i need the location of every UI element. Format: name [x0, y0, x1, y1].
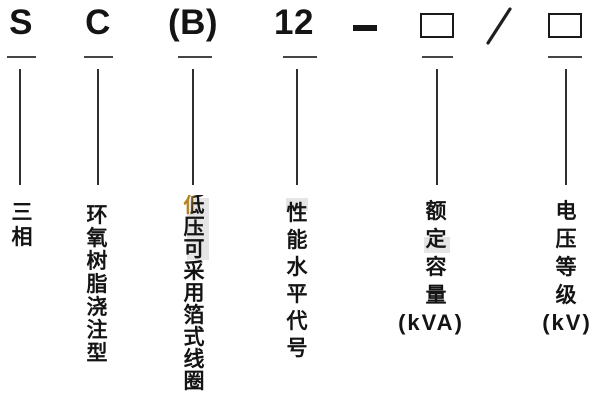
- leader-line-resin: [97, 69, 99, 185]
- leader-line-voltage: [565, 69, 567, 185]
- tick-foil: [178, 56, 212, 58]
- tick-voltage: [548, 56, 582, 58]
- voltage-placeholder-box: [548, 13, 582, 38]
- unit-kva: (kVA): [398, 310, 464, 335]
- label-performance-level: 性能水平代号: [286, 202, 308, 360]
- code-symbol-cast-resin: C: [85, 3, 111, 42]
- label-voltage-class: 电压等级: [555, 200, 577, 307]
- leader-line-foil: [192, 69, 194, 185]
- tick-capacity: [422, 56, 453, 58]
- tick-resin: [84, 56, 113, 58]
- unit-kv: (kV): [542, 310, 592, 335]
- label-foil-coil: 低压可采用箔式线圈: [176, 195, 212, 393]
- code-symbol-level: 12: [274, 3, 314, 42]
- slash-separator: [484, 5, 514, 52]
- compression-artifact: [286, 198, 308, 211]
- leader-line-level: [296, 69, 298, 185]
- tick-phase: [7, 56, 36, 58]
- code-symbol-phase: S: [9, 3, 33, 42]
- label-rated-capacity: 额定容量: [425, 200, 447, 307]
- leader-line-capacity: [436, 69, 438, 185]
- compression-artifact: [424, 237, 450, 253]
- code-symbol-foil-option: (B): [167, 3, 219, 42]
- dash-separator: [353, 25, 377, 31]
- capacity-placeholder-box: [420, 13, 454, 38]
- leader-line-phase: [19, 69, 21, 185]
- tick-level: [283, 56, 317, 58]
- label-epoxy-cast: 环氧树脂浇注型: [86, 204, 108, 365]
- label-three-phase: 三相: [11, 201, 33, 249]
- compression-artifact: [187, 198, 209, 260]
